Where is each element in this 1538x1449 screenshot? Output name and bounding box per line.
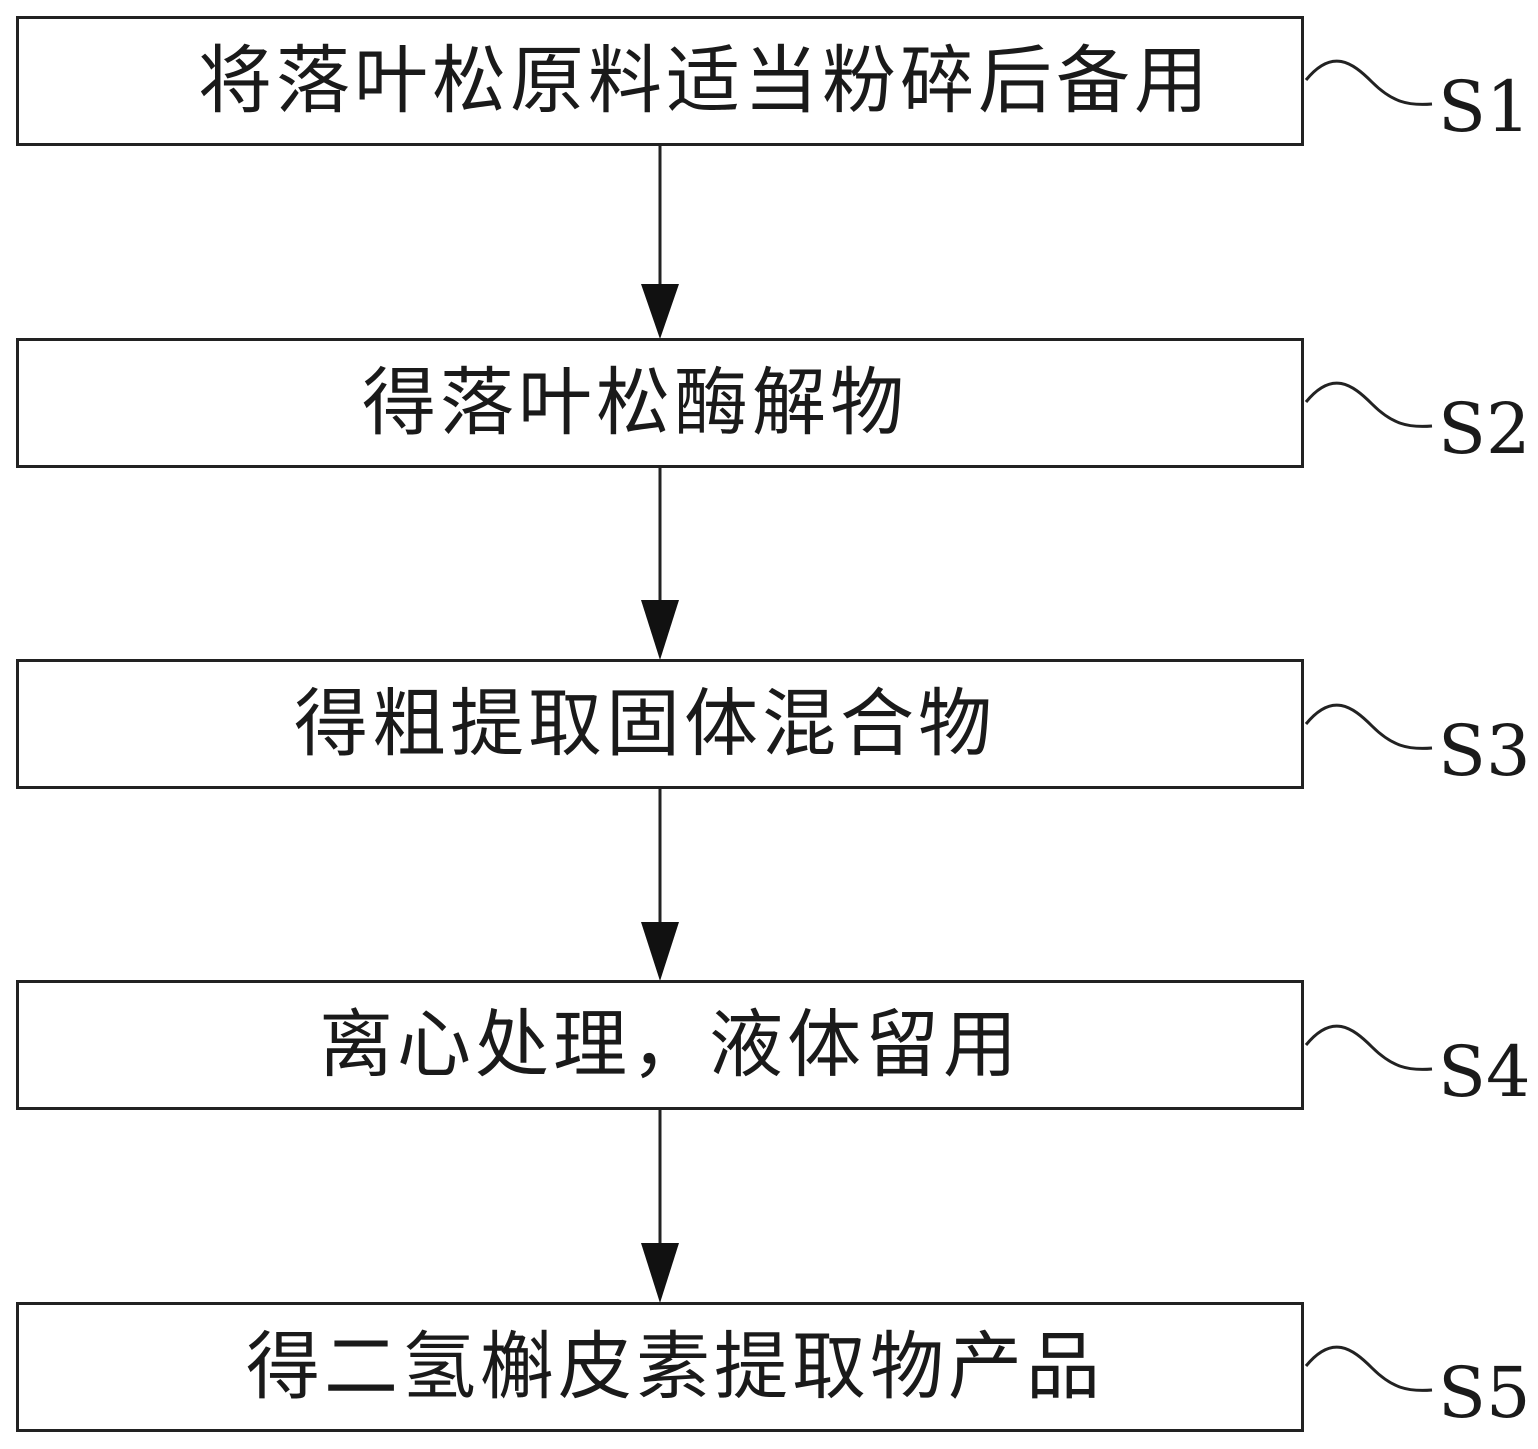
step-label-s1: S1	[1438, 72, 1531, 142]
leader-line-s5	[1306, 1347, 1432, 1390]
step-box-s2: 得落叶松酶解物	[16, 338, 1304, 468]
arrow-s3-s4	[641, 788, 679, 981]
step-text-s5: 得二氢槲皮素提取物产品	[246, 1330, 1104, 1404]
step-box-s3: 得粗提取固体混合物	[16, 659, 1304, 789]
step-box-s1: 将落叶松原料适当粉碎后备用	[16, 16, 1304, 146]
leader-line-s4	[1306, 1026, 1432, 1069]
step-box-s4: 离心处理，液体留用	[16, 980, 1304, 1110]
step-text-s2: 得落叶松酶解物	[362, 366, 908, 440]
arrow-s1-s2	[641, 146, 679, 339]
arrow-s2-s3	[641, 467, 679, 660]
step-label-s5: S5	[1438, 1358, 1531, 1428]
step-label-s3: S3	[1438, 716, 1531, 786]
step-box-s5: 得二氢槲皮素提取物产品	[16, 1302, 1304, 1432]
leader-line-s2	[1306, 383, 1432, 426]
step-text-s4: 离心处理，液体留用	[319, 1008, 1021, 1082]
leader-line-s3	[1306, 705, 1432, 748]
step-label-s2: S2	[1438, 394, 1531, 464]
step-label-s4: S4	[1438, 1037, 1531, 1107]
leader-line-s1	[1306, 61, 1432, 104]
step-text-s1: 将落叶松原料适当粉碎后备用	[198, 44, 1212, 118]
arrow-s4-s5	[641, 1110, 679, 1303]
step-text-s3: 得粗提取固体混合物	[294, 687, 996, 761]
